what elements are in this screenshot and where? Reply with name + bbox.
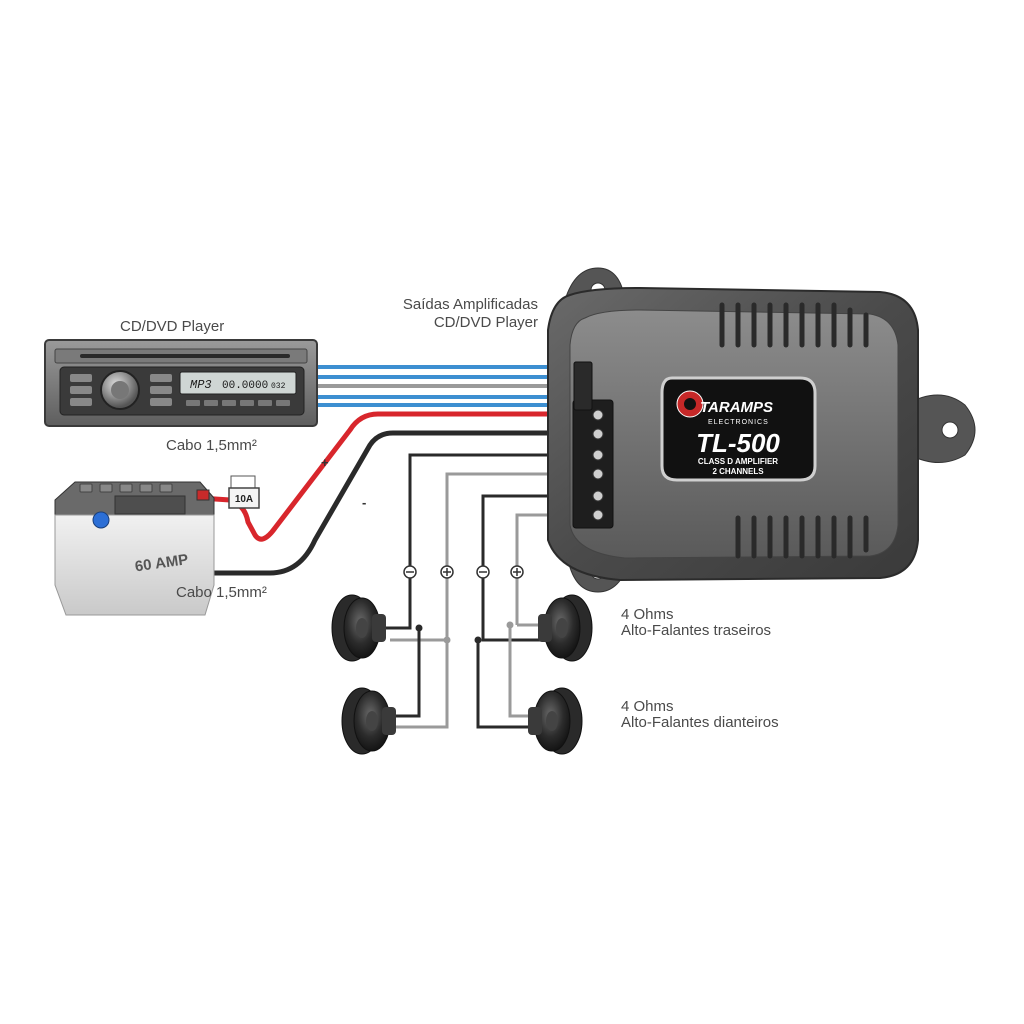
cooling-slots-bottom <box>735 515 869 559</box>
amp-channels: 2 CHANNELS <box>712 467 764 476</box>
input-connector <box>573 361 593 411</box>
lcd-display <box>179 371 297 395</box>
positive-sign: + <box>321 455 329 470</box>
signal-wires <box>316 365 572 407</box>
display-track: 032 <box>271 382 286 391</box>
brand-name: TARAMPS <box>700 399 773 416</box>
display-mode: MP3 <box>190 378 212 392</box>
cable-label-top: Cabo 1,5mm² <box>166 437 257 454</box>
cable-label-bottom: Cabo 1,5mm² <box>176 584 267 601</box>
brand-sub: ELECTRONICS <box>708 419 769 426</box>
model-name: TL-500 <box>696 428 780 458</box>
front-ohms-label: 4 Ohms <box>621 698 674 715</box>
rear-speaker-left <box>331 594 386 662</box>
rear-speaker-right <box>538 594 593 662</box>
speaker-polarity-markers <box>403 565 524 644</box>
bottom-buttons <box>186 400 290 406</box>
rear-ohms-label: 4 Ohms <box>621 606 674 623</box>
cooling-slots-top <box>719 302 869 348</box>
battery: 60 AMP <box>54 481 215 616</box>
terminal-screws <box>592 409 604 521</box>
amplifier: TARAMPS ELECTRONICS TL-500 CLASS D AMPLI… <box>547 267 976 593</box>
negative-sign: - <box>362 495 367 510</box>
display-value: 00.0000 <box>222 380 268 392</box>
terminal-block <box>572 399 614 529</box>
head-unit: MP3 00.0000 032 <box>44 339 318 427</box>
negative-terminal-icon <box>92 511 110 529</box>
preset-buttons-left <box>70 374 172 406</box>
amp-type: CLASS D AMPLIFIER <box>698 457 778 466</box>
front-speaker-right <box>528 687 583 755</box>
front-speakers-label: Alto-Falantes dianteiros <box>621 714 779 731</box>
brand-badge: TARAMPS ELECTRONICS TL-500 CLASS D AMPLI… <box>660 376 817 482</box>
fuse-rating: 10A <box>235 494 253 505</box>
front-speaker-left <box>341 687 396 755</box>
outputs-label-line2: CD/DVD Player <box>433 314 538 331</box>
cd-player-title: CD/DVD Player <box>120 318 225 335</box>
rear-speakers-label: Alto-Falantes traseiros <box>621 622 772 639</box>
fuse: 10A <box>228 475 260 509</box>
outputs-label-line1: Saídas Amplificadas <box>402 296 538 313</box>
